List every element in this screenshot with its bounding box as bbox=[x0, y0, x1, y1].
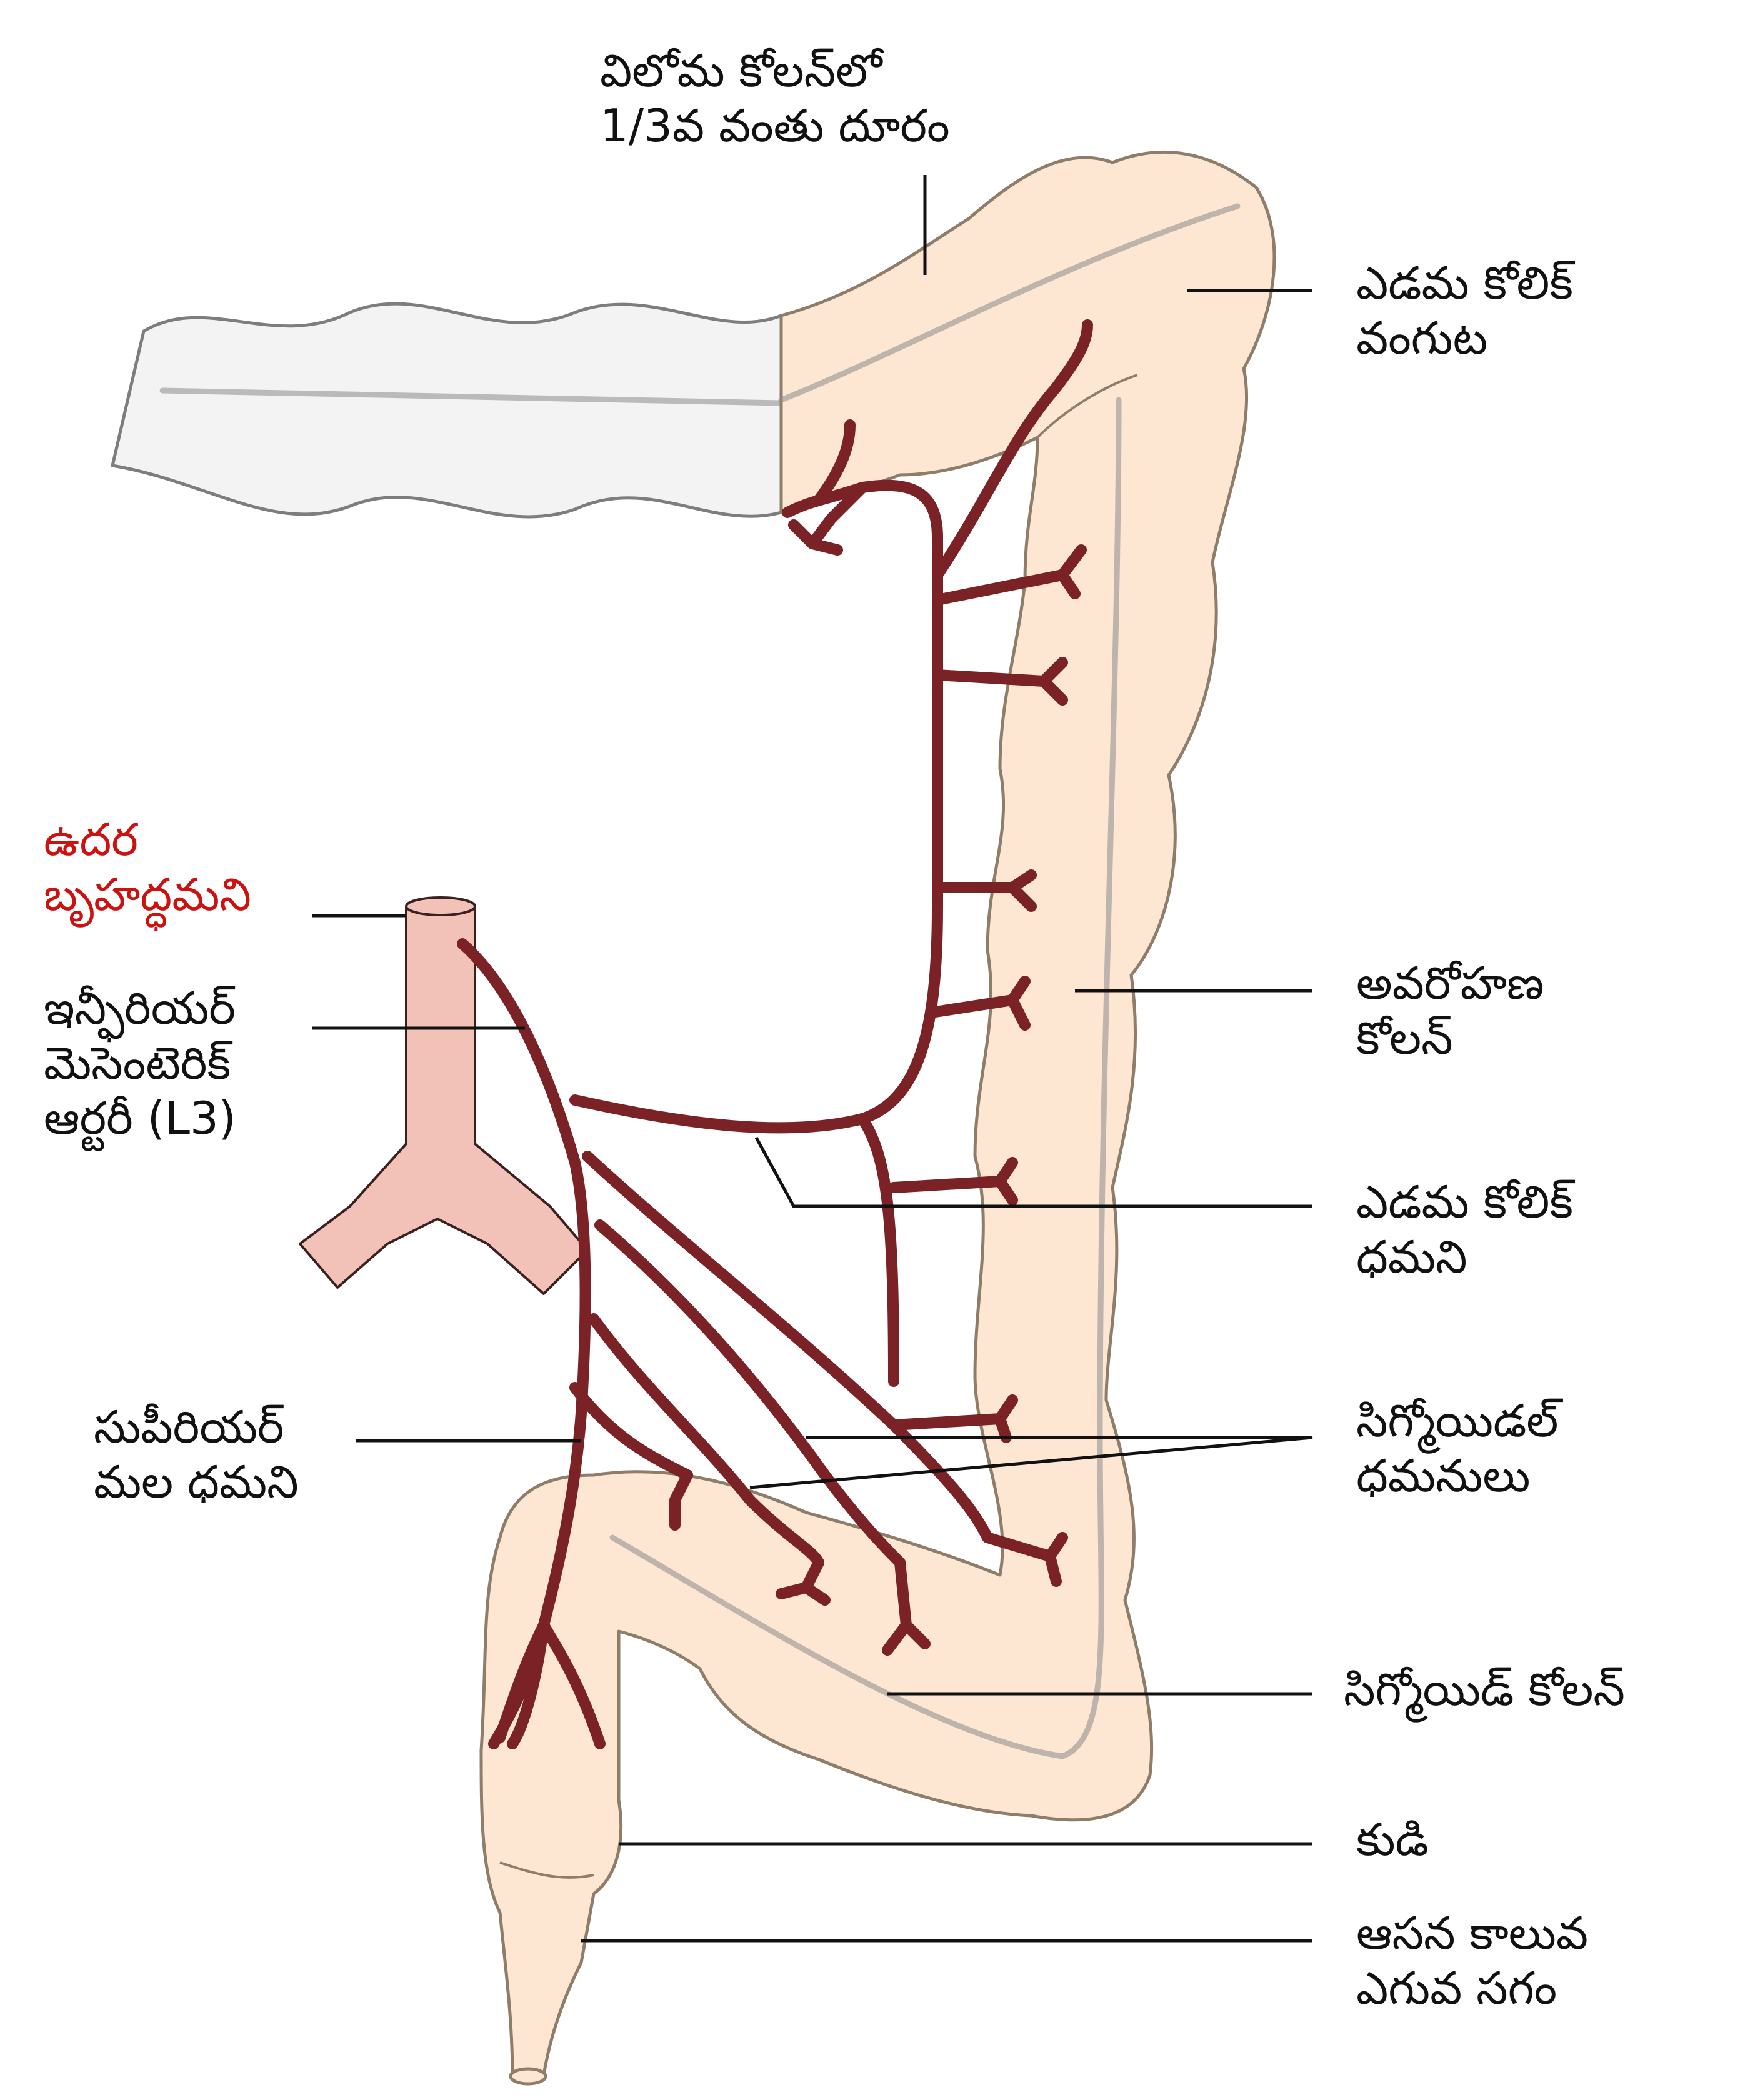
label-abdominal-aorta: ఉదర బృహద్ధమని bbox=[44, 812, 251, 922]
label-anal-canal: ఆసన కాలువ ఎగువ సగం bbox=[1356, 1906, 1588, 2016]
left-colic-artery bbox=[569, 479, 944, 1134]
label-sigmoid-arteries-line2: ధమనులు bbox=[1356, 1449, 1531, 1502]
label-sigmoid-colon: సిగ్మోయిడ్ కోలన్ bbox=[1344, 1662, 1625, 1718]
sigmoid-arteries bbox=[569, 1151, 993, 1568]
aorta bbox=[299, 905, 589, 1295]
label-left-colic-flexure-line1: ఎడమ కోలిక్ bbox=[1356, 257, 1573, 309]
label-left-colic-artery-line1: ఎడమ కోలిక్ bbox=[1356, 1176, 1573, 1228]
label-descending-colon-line2: కోలన్ bbox=[1356, 1011, 1453, 1064]
left-colon-taenia bbox=[778, 203, 1241, 403]
label-sigmoid-colon-line1: సిగ్మోయిడ్ కోలన్ bbox=[1344, 1663, 1625, 1716]
transverse-colon-grey bbox=[111, 302, 783, 519]
label-rectum-line1: కుడి bbox=[1356, 1813, 1429, 1866]
label-left-colic-flexure: ఎడమ కోలిక్ వంగుట bbox=[1356, 256, 1573, 366]
label-sigmoid-arteries: సిగ్మోయిడల్ ధమనులు bbox=[1356, 1394, 1558, 1504]
left-colon-body bbox=[479, 150, 1276, 2080]
left-colic-descending-branch bbox=[857, 1113, 899, 1387]
descending-medial-wall bbox=[1036, 374, 1138, 439]
anal-opening bbox=[509, 2067, 548, 2086]
label-superior-rectal-artery: సుపీరియర్ మల ధమని bbox=[94, 1400, 299, 1510]
label-left-colic-artery-line2: ధమని bbox=[1356, 1230, 1468, 1283]
aorta-top bbox=[405, 896, 476, 916]
label-inferior-mesenteric-artery: ఇన్ఫీరియర్ మెసెంటెరిక్ ఆర్టరీ (L3) bbox=[44, 981, 236, 1146]
left-colic-ascending-branch bbox=[932, 319, 1093, 581]
label-sigmoid-arteries-line1: సిగ్మోయిడల్ bbox=[1356, 1394, 1559, 1447]
label-descending-colon-line1: అవరోహణ bbox=[1356, 957, 1544, 1009]
rectum-fold bbox=[499, 1861, 594, 1879]
label-abdominal-aorta-line1: ఉదర bbox=[44, 813, 138, 866]
label-abdominal-aorta-line2: బృహద్ధమని bbox=[44, 868, 251, 921]
label-left-colic-flexure-line2: వంగుట bbox=[1356, 311, 1488, 364]
label-left-colic-artery: ఎడమ కోలిక్ ధమని bbox=[1356, 1175, 1573, 1285]
label-transverse-third-line2: 1/3వ వంతు దూరం bbox=[600, 99, 950, 152]
label-ima-line3: ఆర్టరీ (L3) bbox=[44, 1091, 236, 1144]
label-descending-colon: అవరోహణ కోలన్ bbox=[1356, 956, 1544, 1066]
label-ima-line1: ఇన్ఫీరియర్ bbox=[44, 982, 236, 1034]
transverse-branches bbox=[782, 419, 868, 556]
label-transverse-third: విలోమ కోలన్‌లో 1/3వ వంతు దూరం bbox=[600, 44, 950, 154]
rectal-branches bbox=[494, 1619, 606, 1749]
label-anal-canal-line1: ఆసన కాలువ bbox=[1356, 1907, 1589, 1959]
marginal-branches bbox=[888, 544, 1087, 1206]
label-anal-canal-line2: ఎగువ సగం bbox=[1356, 1961, 1558, 2014]
label-ima-line2: మెసెంటెరిక్ bbox=[44, 1036, 231, 1089]
label-rectum: కుడి bbox=[1356, 1812, 1429, 1868]
label-superior-rectal-line1: సుపీరియర్ bbox=[94, 1401, 284, 1453]
descending-taenia bbox=[609, 397, 1122, 1759]
label-transverse-third-line1: విలోమ కోలన్‌లో bbox=[600, 44, 882, 97]
leader-lines bbox=[312, 175, 1313, 1942]
label-superior-rectal-line2: మల ధమని bbox=[94, 1455, 299, 1508]
transverse-taenia bbox=[159, 388, 784, 406]
sigmoid-terminal-branches bbox=[669, 1394, 1068, 1656]
